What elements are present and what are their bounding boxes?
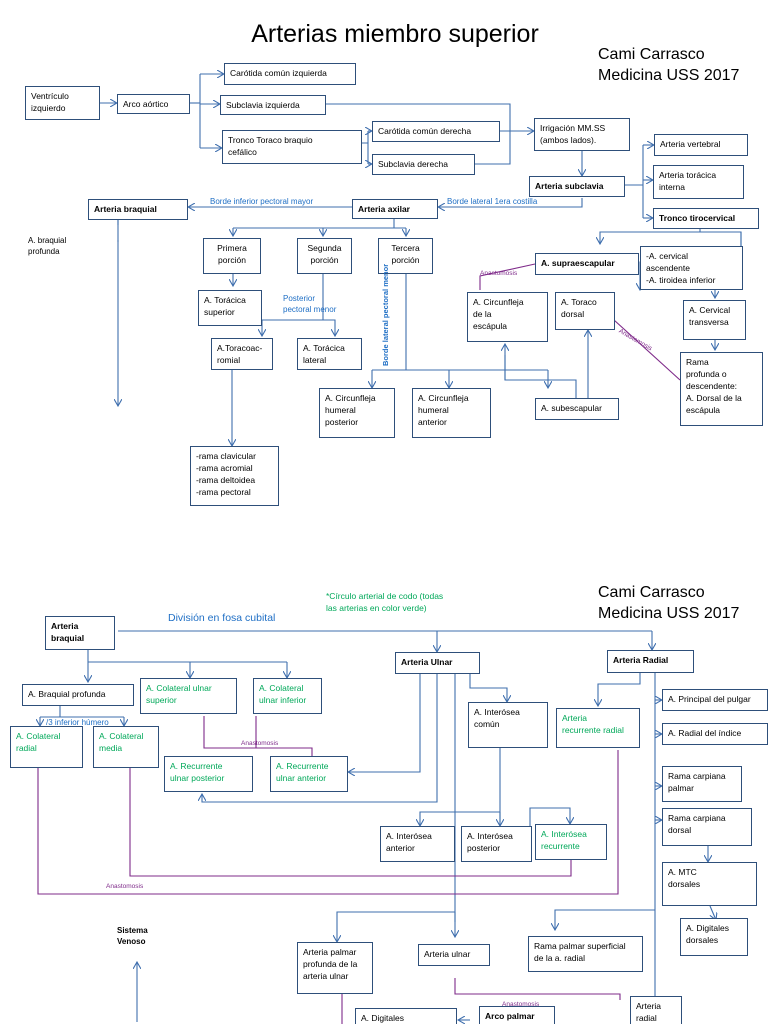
box-tronco-toraco-braquio-cefalico: Tronco Toraco braquio cefálico [222, 130, 362, 164]
box-a-toracica-lateral: A. Torácica lateral [297, 338, 362, 370]
box-a-interosea-posterior: A. Interósea posterior [461, 826, 532, 862]
label-borde-lateral-pectoral-menor: Borde lateral pectoral menor [381, 263, 390, 366]
box-a-subescapular: A. subescapular [535, 398, 619, 420]
connector-lines [0, 630, 768, 1024]
box-a-digitales-dorsales: A. Digitales dorsales [680, 918, 748, 956]
box-a-circunfleja-humeral-anterior: A. Circunfleja humeral anterior [412, 388, 491, 438]
box-a-mtc-dorsales: A. MTC dorsales [662, 862, 757, 906]
box-a-circunfleja-humeral-posterior: A. Circunfleja humeral posterior [319, 388, 395, 438]
box-a-toracoacromial: A.Toracoac- romial [211, 338, 273, 370]
box-a-toraco-dorsal: A. Toraco dorsal [555, 292, 615, 330]
box-arteria-subclavia: Arteria subclavia [529, 176, 625, 197]
box-a-colateral-media: A. Colateral media [93, 726, 159, 768]
box-arco-palmar: Arco palmar [479, 1006, 555, 1024]
box-a-toracica-superior: A. Torácica superior [198, 290, 262, 326]
box-a-recurrente-ulnar-posterior: A. Recurrente ulnar posterior [164, 756, 253, 792]
box-arteria-axilar: Arteria axilar [352, 199, 438, 219]
box-a-interosea-comun: A. Interósea común [468, 702, 548, 748]
box-a-cervical-transversa: A. Cervical transversa [683, 300, 746, 340]
box-carotida-comun-derecha: Carótida común derecha [372, 121, 500, 142]
author-block: Cami Carrasco Medicina USS 2017 [598, 44, 739, 86]
author-affiliation: Medicina USS 2017 [598, 605, 740, 622]
box-arteria-ulnar-2: Arteria ulnar [418, 944, 490, 966]
box-arteria-radial: Arteria Radial [607, 650, 694, 673]
box-arteria-vertebral: Arteria vertebral [654, 134, 748, 156]
box-rama-carpiana-dorsal: Rama carpiana dorsal [662, 808, 752, 846]
author-name: Cami Carrasco [598, 584, 705, 601]
box-a-circunfleja-escapula: A. Circunfleja de la escápula [467, 292, 548, 342]
label-anastomosis: Anastomosis [480, 270, 518, 277]
box-arteria-radial-2: Arteria radial [630, 996, 682, 1024]
box-a-colateral-ulnar-inferior: A. Colateral ulnar inferior [253, 678, 322, 714]
box-arteria-braquial: Arteria braquial [45, 616, 115, 650]
box-a-interosea-recurrente: A. Interósea recurrente [535, 824, 607, 860]
box-arteria-braquial: Arteria braquial [88, 199, 188, 220]
box-arteria-ulnar: Arteria Ulnar [395, 652, 480, 674]
slide-arterias-miembro-superior: Arterias miembro superior Cami Carrasco … [25, 20, 763, 506]
box-rama-profunda: Rama profunda o descendente: A. Dorsal d… [680, 352, 763, 426]
box-ventriculo-izquierdo: Ventrículo izquierdo [25, 86, 100, 120]
author-name: Cami Carrasco [598, 46, 705, 63]
box-ramas-toracoacromial: -rama clavicular -rama acromial -rama de… [190, 446, 279, 506]
author-affiliation: Medicina USS 2017 [598, 67, 740, 84]
box-subclavia-derecha: Subclavia derecha [372, 154, 475, 175]
label-posterior-pectoral-menor: Posterior pectoral menor [283, 294, 337, 314]
author-block: Cami Carrasco Medicina USS 2017 [598, 582, 739, 624]
label-anastomosis: Anastomosis [502, 1001, 540, 1008]
box-tronco-tirocervical: Tronco tirocervical [653, 208, 759, 229]
box-segunda-porcion: Segunda porción [297, 238, 352, 274]
box-subclavia-izquierda: Subclavia izquierda [220, 95, 326, 115]
box-a-principal-del-pulgar: A. Principal del pulgar [662, 689, 768, 711]
box-a-colateral-ulnar-superior: A. Colateral ulnar superior [140, 678, 237, 714]
box-arteria-toracica-interna: Arteria torácica interna [653, 165, 744, 199]
label-borde-inferior-pectoral: Borde inferior pectoral mayor [210, 197, 314, 206]
label-anastomosis: Anastomosis [106, 883, 144, 890]
box-a-interosea-anterior: A. Interósea anterior [380, 826, 455, 862]
label-inferior-humero: /3 inferior húmero [46, 718, 109, 727]
box-rama-carpiana-palmar: Rama carpiana palmar [662, 766, 742, 802]
box-arco-aortico: Arco aórtico [117, 94, 190, 114]
label-anastomosis: Anastomosis [241, 740, 279, 747]
box-a-colateral-radial: A. Colateral radial [10, 726, 83, 768]
box-carotida-comun-izquierda: Carótida común izquierda [224, 63, 356, 85]
page-title: Arterias miembro superior [251, 20, 539, 48]
box-a-supraescapular: A. supraescapular [535, 253, 639, 275]
box-tercera-porcion: Tercera porción [378, 238, 433, 274]
label-division-fosa-cubital: División en fosa cubital [168, 612, 276, 624]
box-cervical-ascendente: -A. cervical ascendente -A. tiroidea inf… [640, 246, 743, 290]
box-primera-porcion: Primera porción [203, 238, 261, 274]
box-a-recurrente-ulnar-anterior: A. Recurrente ulnar anterior [270, 756, 348, 792]
note-circulo-arterial: *Círculo arterial de codo (todas las art… [326, 591, 444, 613]
box-irrigacion-mmss: Irrigación MM.SS (ambos lados). [534, 118, 630, 151]
box-arteria-palmar-profunda: Arteria palmar profunda de la arteria ul… [297, 942, 373, 994]
box-a-braquial-profunda: A. Braquial profunda [22, 684, 134, 706]
box-arteria-recurrente-radial: Arteria recurrente radial [556, 708, 640, 748]
label-braquial-profunda: A. braquial profunda [28, 236, 67, 256]
box-a-radial-del-indice: A. Radial del índice [662, 723, 768, 745]
slide-circulo-arterial-codo: Cami Carrasco Medicina USS 2017 *Círculo… [0, 512, 768, 1024]
box-rama-palmar-superficial: Rama palmar superficial de la a. radial [528, 936, 643, 972]
label-borde-lateral-costilla: Borde lateral 1era costilla [447, 197, 538, 206]
box-a-digitales: A. Digitales [355, 1008, 457, 1024]
label-sistema-venoso: Sistema Venoso [117, 926, 148, 946]
